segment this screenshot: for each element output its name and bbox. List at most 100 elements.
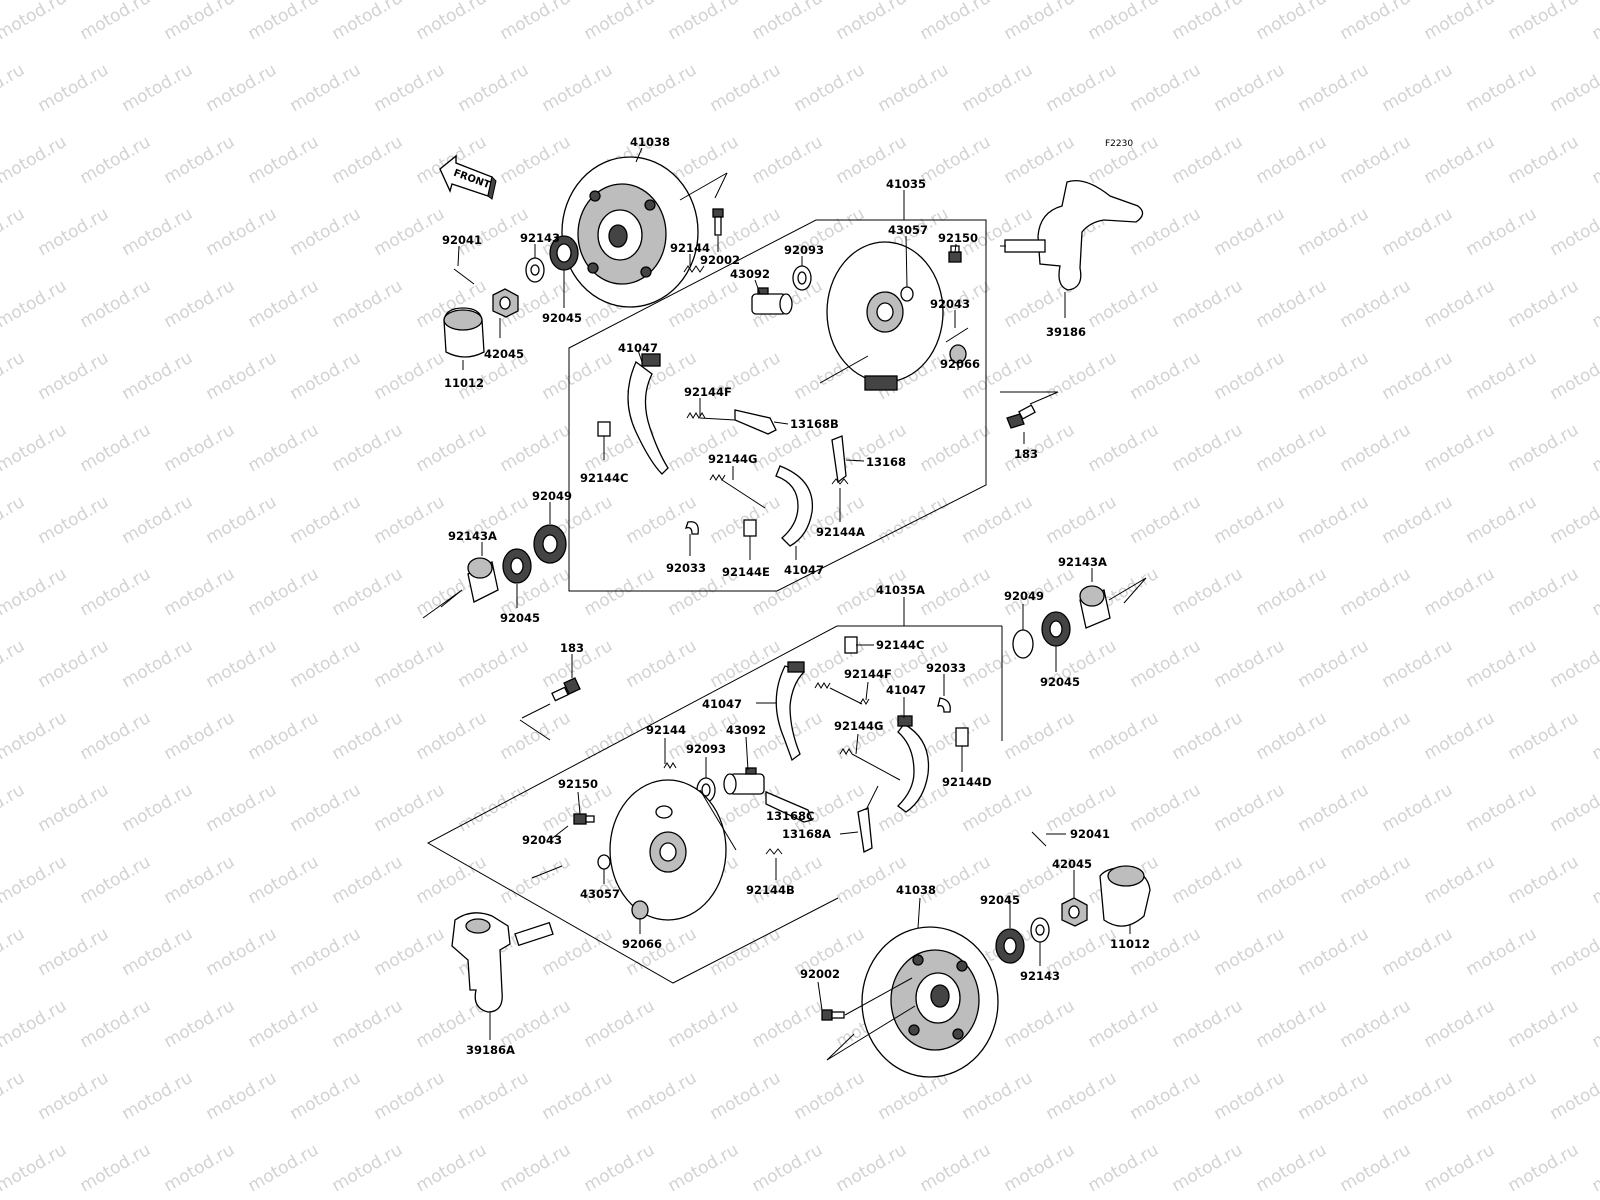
label-upper-92144g: 92144G [708,452,757,466]
watermark-text: motod.ru [1421,420,1499,476]
watermark-text: motod.ru [1337,1140,1415,1196]
watermark-text: motod.ru [539,348,617,404]
watermark-text: motod.ru [1211,492,1289,548]
watermark-text: motod.ru [1379,204,1457,260]
watermark-text: motod.ru [1211,636,1289,692]
watermark-text: motod.ru [1421,996,1499,1052]
watermark-text: motod.ru [959,60,1037,116]
upper-brake-drum-41038 [561,156,728,308]
label-upper-42045: 42045 [484,347,524,361]
label-upper-11012: 11012 [444,376,484,390]
label-lower-92144: 92144 [646,723,686,737]
upper-brake-shoe-41047-b [775,465,814,547]
upper-pin-92043 [945,327,969,343]
watermark-text: motod.ru [35,1068,113,1124]
watermark-text: motod.ru [1085,276,1163,332]
watermark-text: motod.ru [371,60,449,116]
lower-collar-92143a [1079,585,1111,629]
watermark-text: motod.ru [0,204,28,260]
watermark-text: motod.ru [1463,60,1541,116]
label-lower-42045: 42045 [1052,857,1092,871]
watermark-text: motod.ru [875,60,953,116]
watermark-text: motod.ru [245,0,323,44]
watermark-text: motod.ru [0,708,70,764]
watermark-text: motod.ru [0,492,28,548]
label-upper-41047-b: 41047 [784,563,824,577]
label-lower-13168c: 13168C [766,809,814,823]
lower-bolt-183 [519,677,581,741]
watermark-text: motod.ru [371,636,449,692]
watermark-text: motod.ru [707,924,785,980]
lower-washer-92143 [1030,917,1050,943]
watermark-text: motod.ru [1547,780,1600,836]
label-lower-43092: 43092 [726,723,766,737]
watermark-text: motod.ru [1589,1140,1600,1196]
watermark-text: motod.ru [1379,780,1457,836]
watermark-text: motod.ru [497,420,575,476]
watermark-text: motod.ru [0,924,28,980]
lower-clip-92033 [937,697,951,713]
watermark-text: motod.ru [497,0,575,44]
watermark-text: motod.ru [1127,60,1205,116]
upper-clip-92144c [597,421,611,437]
upper-knuckle-39186 [1000,179,1144,291]
label-lower-92144f: 92144F [844,667,892,681]
label-lower-92043: 92043 [522,833,562,847]
lower-brake-shoe-41047-b [897,715,930,813]
upper-spring-92144g [709,474,766,509]
watermark-text: motod.ru [1001,708,1079,764]
watermark-text: motod.ru [1211,780,1289,836]
lower-knuckle-39186a [451,912,554,1013]
watermark-text: motod.ru [119,636,197,692]
watermark-text: motod.ru [413,708,491,764]
watermark-text: motod.ru [623,492,701,548]
watermark-text: motod.ru [1001,1140,1079,1196]
watermark-text: motod.ru [287,1068,365,1124]
watermark-text: motod.ru [287,204,365,260]
lower-seal-92049 [1012,629,1034,659]
watermark-text: motod.ru [1001,996,1079,1052]
watermark-text: motod.ru [1127,492,1205,548]
watermark-text: motod.ru [1253,564,1331,620]
label-lower-183: 183 [560,641,584,655]
watermark-text: motod.ru [1253,996,1331,1052]
watermark-text: motod.ru [1505,852,1583,908]
lower-backing-plate-41035a [609,779,737,921]
watermark-text: motod.ru [245,996,323,1052]
watermark-text: motod.ru [1043,348,1121,404]
watermark-text: motod.ru [77,1140,155,1196]
watermark-text: motod.ru [0,60,28,116]
watermark-text: motod.ru [1085,0,1163,44]
watermark-text: motod.ru [371,204,449,260]
label-lower-92144c: 92144C [876,638,924,652]
watermark-text: motod.ru [1421,132,1499,188]
label-lower-39186a: 39186A [466,1043,515,1057]
watermark-text: motod.ru [1589,276,1600,332]
watermark-text: motod.ru [77,132,155,188]
watermark-text: motod.ru [749,852,827,908]
watermark-text: motod.ru [203,780,281,836]
watermark-text: motod.ru [1547,1068,1600,1124]
watermark-text: motod.ru [1295,492,1373,548]
lower-spring-92144 [663,762,677,769]
watermark-text: motod.ru [0,1140,70,1196]
watermark-text: motod.ru [161,420,239,476]
watermark-text: motod.ru [77,852,155,908]
watermark-text: motod.ru [1379,924,1457,980]
watermark-text: motod.ru [35,636,113,692]
label-upper-41047-a: 41047 [618,341,658,355]
label-lower-11012: 11012 [1110,937,1150,951]
watermark-text: motod.ru [959,492,1037,548]
watermark-text: motod.ru [0,636,28,692]
watermark-text: motod.ru [1421,0,1499,44]
lower-clip-92144c [844,636,858,654]
watermark-text: motod.ru [707,60,785,116]
watermark-text: motod.ru [1127,924,1205,980]
watermark-text: motod.ru [665,0,743,44]
watermark-text: motod.ru [1337,420,1415,476]
watermark-text: motod.ru [119,204,197,260]
watermark-text: motod.ru [1127,1068,1205,1124]
upper-spring-92144 [683,265,705,273]
